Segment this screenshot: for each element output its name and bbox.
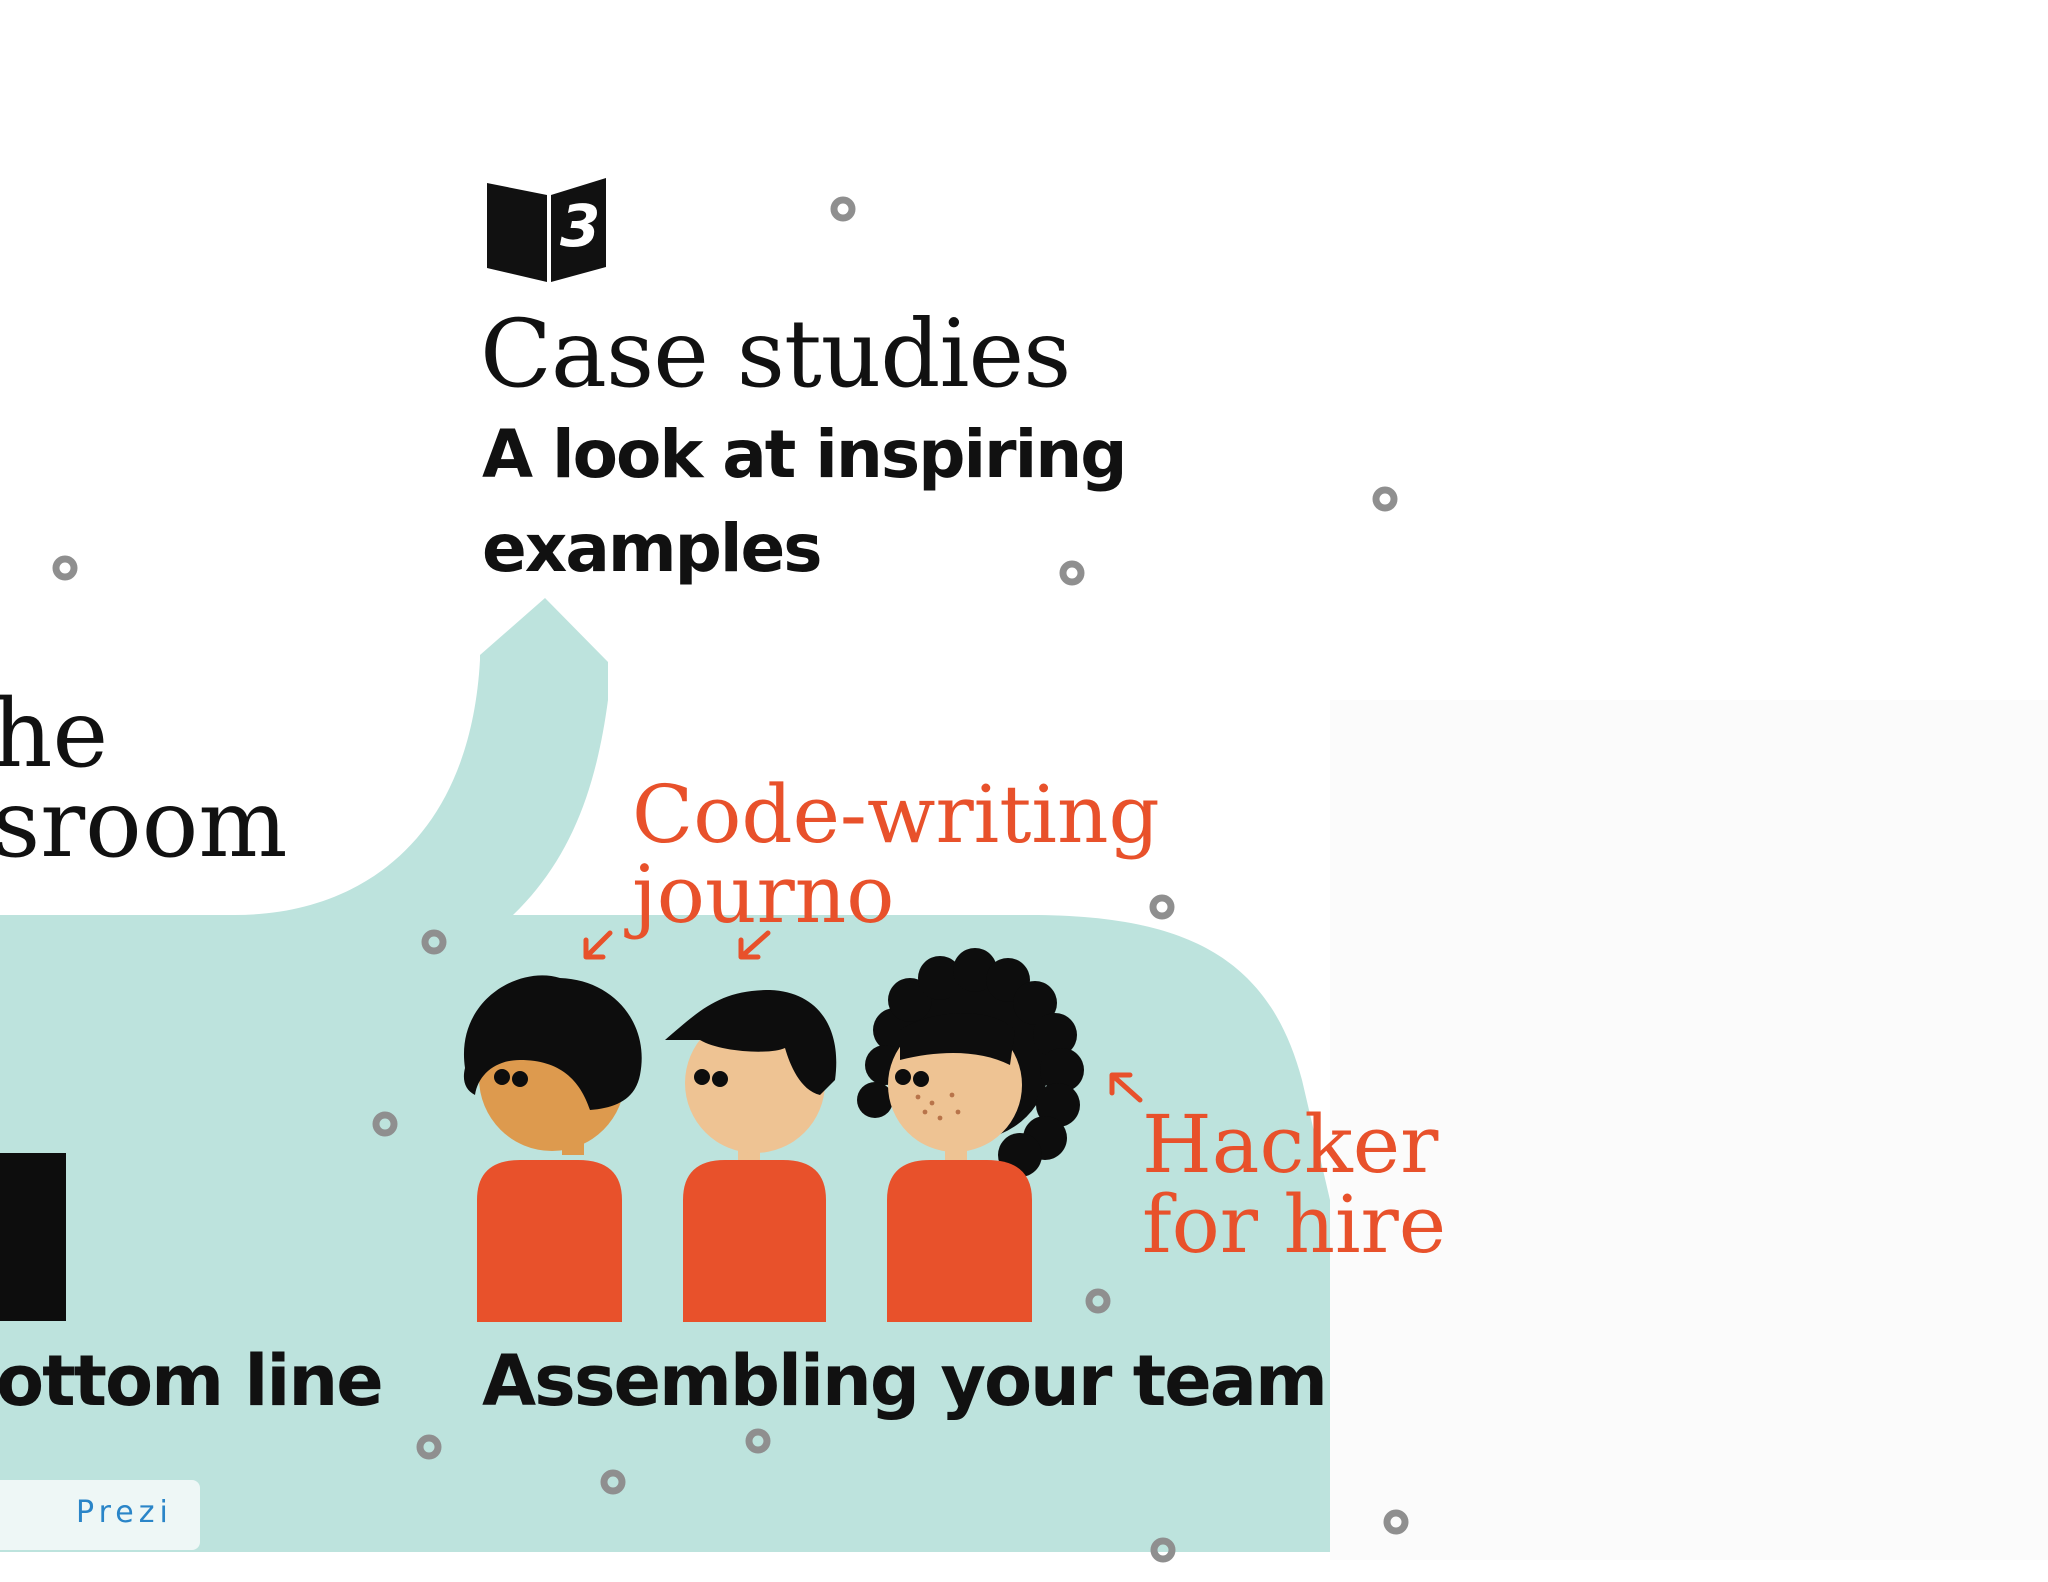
book-chapter-3-icon <box>487 178 606 282</box>
path-dot-icon <box>52 196 1409 1563</box>
annotation-journo-line-1: Code-writing <box>632 768 1160 861</box>
bottom-line-label: ottom line <box>0 1340 384 1422</box>
prezi-logo-text: Prezi <box>76 1495 173 1530</box>
section-title: Case studies <box>480 300 1071 409</box>
prezi-badge[interactable]: Prezi <box>0 1480 200 1550</box>
arrow-icon <box>583 930 1143 1103</box>
left-title-line-2: sroom <box>0 770 288 879</box>
section-subtitle-line-2: examples <box>482 510 823 587</box>
team-illustration <box>463 948 1084 1322</box>
chapter-number: 3 <box>560 192 601 260</box>
team-section-label: Assembling your team <box>482 1340 1328 1422</box>
person-3 <box>857 948 1084 1322</box>
person-1 <box>463 975 642 1322</box>
person-2 <box>665 990 837 1322</box>
left-title-line-1: he <box>0 680 109 789</box>
annotation-journo-line-2: journo <box>632 848 895 941</box>
section-subtitle-line-1: A look at inspiring <box>482 416 1127 493</box>
faded-panel <box>1330 700 2048 1560</box>
annotation-hacker-line-2: for hire <box>1142 1178 1447 1271</box>
annotation-hacker-line-1: Hacker <box>1142 1098 1439 1191</box>
left-section-icon <box>0 1153 66 1321</box>
